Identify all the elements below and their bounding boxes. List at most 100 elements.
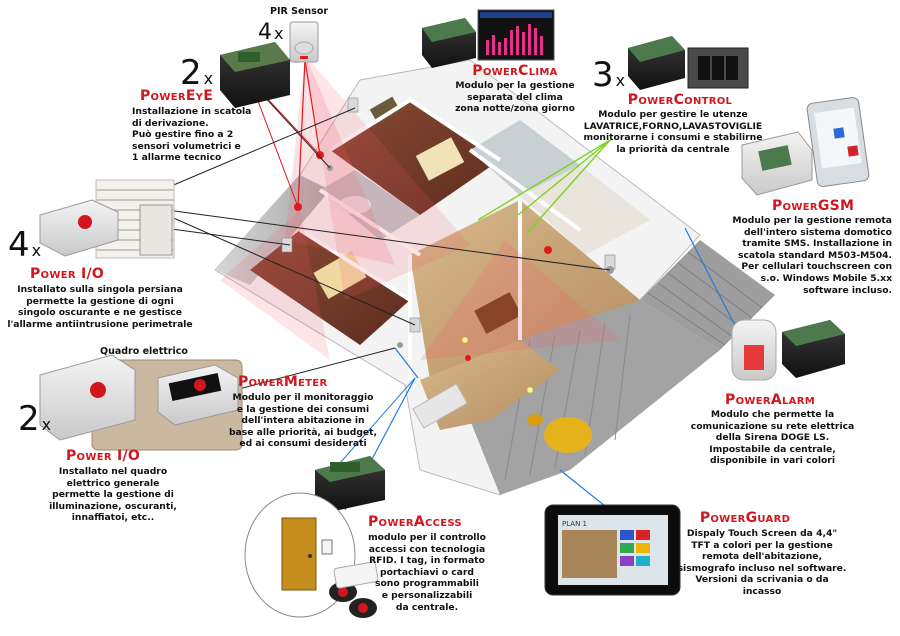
powerclima-title: PowerClima xyxy=(472,63,558,79)
powerio-bottom-title: Power I/O xyxy=(66,448,141,464)
powergsm-title: PowerGSM xyxy=(772,198,855,214)
powerio-bottom-desc: Installato nel quadro elettrico generale… xyxy=(38,466,188,524)
poweraccess-desc-line: modulo per il controllo xyxy=(368,532,486,543)
powerclima-desc-line: zona notte/zona giorno xyxy=(455,103,575,115)
poweralarm-device xyxy=(782,320,845,378)
powerclima-desc-line: Modulo per la gestione xyxy=(455,80,575,91)
powerclima-screen xyxy=(477,9,555,61)
powercontrol-multiplier-x: x xyxy=(615,71,626,90)
powerguard-desc-line: remota dell'abitazione, xyxy=(702,551,822,563)
powereye-multiplier-x: x xyxy=(203,69,214,88)
powerio-top-multiplier-value: 4 xyxy=(8,225,30,265)
powereye-title: PowerEyE xyxy=(140,88,214,104)
powermeter-desc-line: dell'intera abitazione in xyxy=(241,415,365,427)
poweralarm-desc-line: disponibile in vari colori xyxy=(710,455,835,467)
powerio-top-device xyxy=(39,199,119,257)
poweralarm-desc-line: Modulo che permette la xyxy=(710,409,835,420)
quadro-label: Quadro elettrico xyxy=(100,346,188,357)
meter-line-2 xyxy=(234,347,396,391)
powercontrol-desc-line: LAVATRICE,FORNO,LAVASTOVIGLIE xyxy=(583,120,763,132)
powerclima-device xyxy=(422,18,476,68)
powerio-top-multiplier-x: x xyxy=(31,241,42,260)
dining-table xyxy=(474,292,522,334)
powercontrol-device xyxy=(628,36,685,90)
pir-line-1 xyxy=(304,59,321,156)
bed-top xyxy=(415,137,465,181)
powerio-bottom-desc-line: innaffiatoi, etc.. xyxy=(71,512,155,524)
io-top-line-3 xyxy=(149,107,356,196)
light-dots xyxy=(461,336,534,394)
powermeter-desc-line: Modulo per il monitoraggio xyxy=(232,392,374,403)
powereye-desc-line: sensori volumetrici e xyxy=(132,140,241,152)
powerguard-desc-line: sismografo incluso nel software. xyxy=(677,562,847,574)
powermeter-device xyxy=(315,456,385,512)
poweraccess-desc-line: portachiavi o card xyxy=(380,566,474,578)
control-line-1 xyxy=(477,139,611,221)
powergsm-desc-line: software incluso. xyxy=(803,284,892,296)
powergsm-desc-line: tramite SMS. Installazione in xyxy=(742,238,892,250)
powerio-top-desc: Installato sulla singola persiana permet… xyxy=(2,284,198,330)
powerio-top-desc-line: permette la gestione di ogni xyxy=(26,295,174,307)
powergsm-desc-line: s.o. Windows Mobile 5.xx xyxy=(760,272,892,284)
poweraccess-desc: modulo per il controllo accessi con tecn… xyxy=(362,532,492,613)
poweralarm-desc-line: della Sirena DOGE LS. xyxy=(715,432,830,444)
powerio-bottom-desc-line: illuminazione, oscuranti, xyxy=(49,500,177,512)
poweralarm-title: PowerAlarm xyxy=(725,392,815,408)
powercontrol-desc: Modulo per gestire le utenze LAVATRICE,F… xyxy=(568,109,778,155)
powereye-desc-line: Può gestire fino a 2 xyxy=(132,129,234,141)
io-top-line-2 xyxy=(129,204,611,271)
powerguard-desc: Dispaly Touch Screen da 4,4" TFT a color… xyxy=(676,528,848,598)
powerio-top-desc-line: l'allarme antiintrusione perimetrale xyxy=(7,318,193,330)
right-ramp-stripes xyxy=(647,251,763,346)
powereye-desc: Installazione in scatola di derivazione.… xyxy=(132,106,252,164)
poweralarm-desc-line: Impostabile da centrale, xyxy=(709,443,836,455)
guard-line xyxy=(559,469,611,511)
meter-line xyxy=(394,347,419,379)
screen-header: PLAN 1 xyxy=(562,520,587,528)
powermeter-desc-line: e la gestione dei consumi xyxy=(236,403,370,415)
powerio-top-desc-line: Installato sulla singola persiana xyxy=(17,284,183,295)
pir-sensor-device xyxy=(289,21,319,63)
yellow-table xyxy=(544,417,592,453)
poweraccess-desc-line: da centrale. xyxy=(395,601,459,613)
pda-device xyxy=(806,97,870,187)
powercontrol-desc-line: Modulo per gestire le utenze xyxy=(598,109,748,120)
internal-walls xyxy=(298,97,582,380)
powergsm-desc-line: Per cellulari touchscreen con xyxy=(741,261,892,273)
control-line-3 xyxy=(527,139,611,233)
poweraccess-desc-line: accessi con tecnologia xyxy=(368,543,486,555)
powerclima-desc-line: separata del clima xyxy=(467,91,563,103)
pir-cone-3 xyxy=(420,240,620,360)
poweraccess-title: PowerAccess xyxy=(368,514,462,530)
living-room-floor xyxy=(410,200,640,380)
powerguard-desc-line: Versioni da scrivania o da xyxy=(695,574,829,586)
powerio-top-desc-line: singolo oscurante e ne gestisce xyxy=(18,307,182,319)
poweraccess-desc-line: e personalizzabili xyxy=(381,589,473,601)
left-roof-strip xyxy=(215,175,330,285)
io-top-line-4 xyxy=(159,211,416,326)
powerio-bottom-desc-line: Installato nel quadro xyxy=(58,466,168,477)
wardrobe-top xyxy=(369,96,401,124)
powerio-bottom-desc-line: elettrico generale xyxy=(66,477,160,489)
poweraccess-door xyxy=(244,492,356,618)
poweraccess-desc-line: sono programmabili xyxy=(375,578,479,590)
pir-sensor-label: PIR Sensor xyxy=(270,6,329,17)
powerguard-desc-line: Dispaly Touch Screen da 4,4" xyxy=(686,528,838,539)
poweraccess-desc-line: RFID. I tag, in formato xyxy=(369,555,485,567)
powereye-desc-line: 1 allarme tecnico xyxy=(132,152,222,164)
powermeter-desc-line: base alle priorità, ai budget, xyxy=(228,426,378,438)
powerio-bottom-desc-line: permette la gestione di xyxy=(52,489,174,501)
powergsm-desc-line: scatola standard M503-M504. xyxy=(738,249,892,261)
poweralarm-desc: Modulo che permette la comunicazione su … xyxy=(685,409,860,467)
powercontrol-desc-line: monitorarne i consumi e stabilirne xyxy=(583,132,763,144)
quadro-elettrico xyxy=(39,354,243,451)
powergsm-device xyxy=(741,131,813,196)
pir-cone-4 xyxy=(220,210,330,360)
powermeter-desc: Modulo per il monitoraggio e la gestione… xyxy=(228,392,378,450)
